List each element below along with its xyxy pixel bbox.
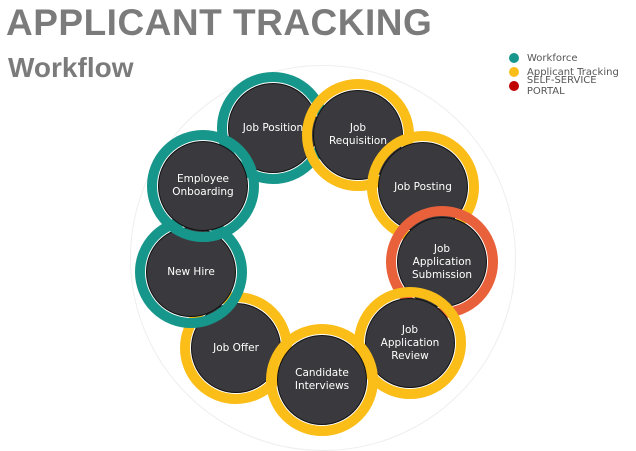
legend-label: SELF-SERVICE PORTAL [526, 75, 597, 97]
node-candidate-interviews: Candidate Interviews [266, 324, 378, 436]
page-title: APPLICANT TRACKING [6, 2, 433, 43]
node-label: Employee Onboarding [158, 141, 248, 231]
legend-item-applicant-tracking: Applicant Tracking [509, 65, 636, 79]
legend-item-self-service-portal: SELF-SERVICE PORTAL [509, 75, 636, 97]
node-label: New Hire [146, 227, 236, 317]
page-subtitle: Workflow [8, 52, 134, 83]
node-employee-onboarding: Employee Onboarding [147, 130, 259, 242]
legend-label: Workforce [527, 52, 578, 64]
node-label: Job Requisition [313, 90, 403, 180]
node-label: Candidate Interviews [277, 335, 367, 425]
legend-item-workforce: Workforce [509, 51, 636, 65]
legend-dot-icon [509, 81, 519, 91]
node-label: Job Application Review [365, 298, 455, 388]
legend-dot-icon [509, 53, 519, 63]
node-job-requisition: Job Requisition [302, 79, 414, 191]
legend-dot-icon [509, 67, 519, 77]
legend-label: Applicant Tracking [527, 66, 619, 78]
node-job-application-submission: Job Application Submission [386, 206, 498, 318]
legend: Workforce Applicant Tracking SELF-SERVIC… [509, 51, 636, 97]
